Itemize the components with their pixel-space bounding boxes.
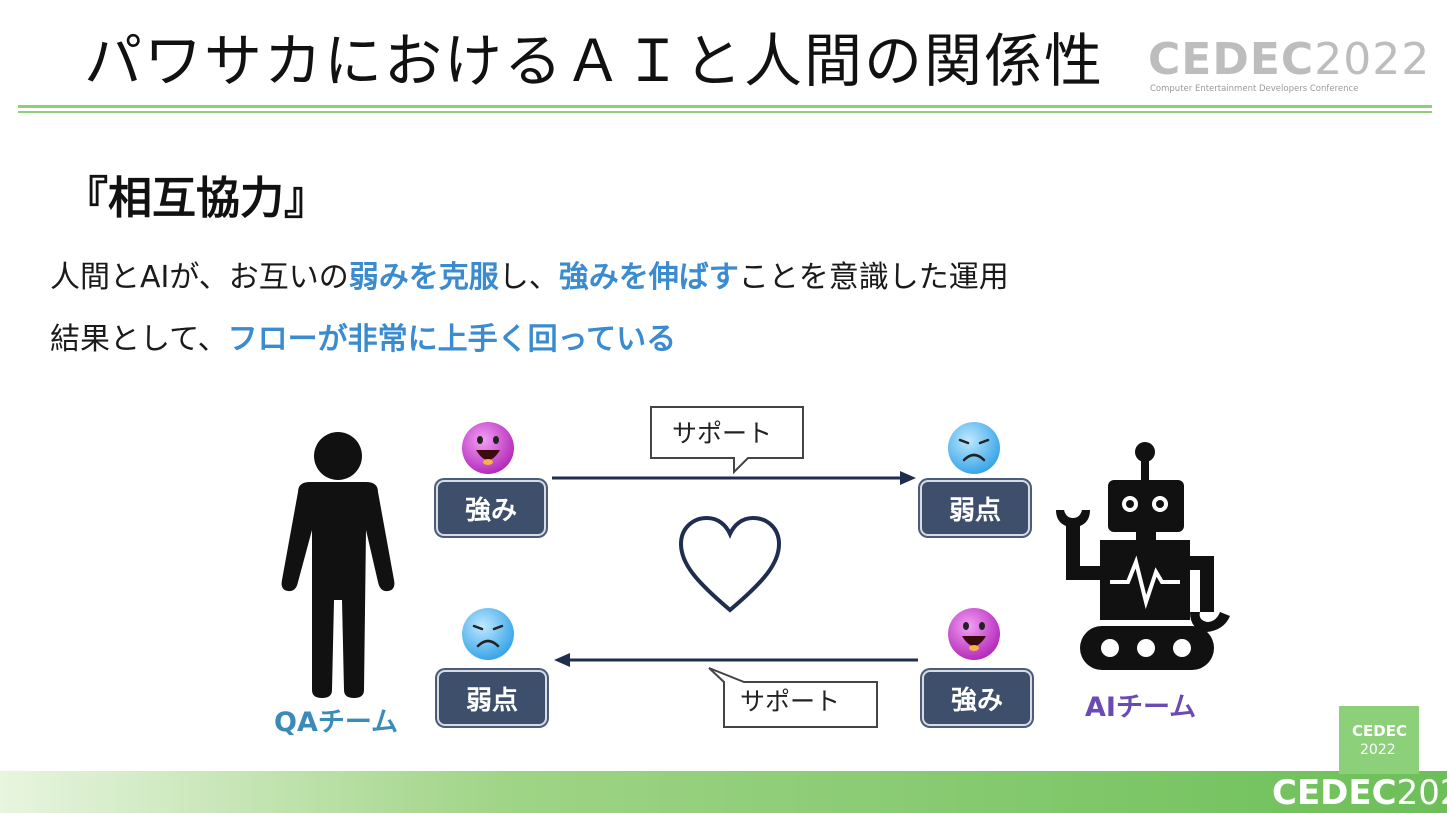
top-callout-label: サポート: [672, 419, 773, 448]
support-arrow-right: [552, 471, 916, 485]
section-heading: 『相互協力』: [64, 173, 328, 224]
ai-weakness-badge: 弱点: [920, 480, 1030, 536]
qa-strength-badge: 強み: [436, 480, 546, 536]
footer-bar: [0, 771, 1447, 813]
body-line-2: 結果として、フローが非常に上手く回っている: [50, 322, 677, 357]
speech-bubble-top: [650, 406, 804, 475]
highlight-flow: フローが非常に上手く回っている: [227, 322, 677, 357]
happy-face-icon: [462, 422, 514, 474]
ai-strength-badge: 強み: [922, 670, 1032, 726]
cedec-logo: CEDEC2022 Computer Entertainment Develop…: [1148, 38, 1429, 98]
corner-brand: CEDEC: [1352, 722, 1407, 740]
heart-icon: [678, 515, 782, 613]
corner-year: 2022: [1360, 742, 1396, 758]
qa-weakness-badge: 弱点: [437, 670, 547, 726]
body-line-1: 人間とAIが、お互いの弱みを克服し、強みを伸ばすことを意識した運用: [50, 260, 1009, 295]
person-icon: [281, 432, 395, 698]
speech-bubble-bottom: [708, 667, 878, 728]
logo-subtitle: Computer Entertainment Developers Confer…: [1150, 84, 1359, 94]
support-arrow-left: [554, 653, 918, 667]
highlight-extend-strength: 強みを伸ばす: [558, 260, 739, 295]
sad-face-icon: [948, 422, 1000, 474]
robot-icon: [1056, 442, 1230, 670]
title-divider-secondary: [18, 111, 1432, 113]
logo-year: 2022: [1314, 34, 1431, 85]
happy-face-icon: [948, 608, 1000, 660]
footer-year: 2022: [1396, 773, 1447, 813]
highlight-overcome-weakness: 弱みを克服: [348, 260, 499, 295]
qa-team-label: QAチーム: [274, 707, 399, 738]
footer-logo: CEDEC2022: [1272, 776, 1447, 810]
bottom-callout-label: サポート: [740, 687, 841, 716]
sad-face-icon: [462, 608, 514, 660]
slide-title: パワサカにおけるＡＩと人間の関係性: [84, 27, 1105, 95]
ai-team-label: AIチーム: [1085, 692, 1197, 723]
logo-brand: CEDEC: [1148, 34, 1315, 85]
title-divider: [18, 105, 1432, 108]
cedec-corner-logo: [1339, 706, 1419, 774]
footer-brand: CEDEC: [1272, 773, 1397, 813]
